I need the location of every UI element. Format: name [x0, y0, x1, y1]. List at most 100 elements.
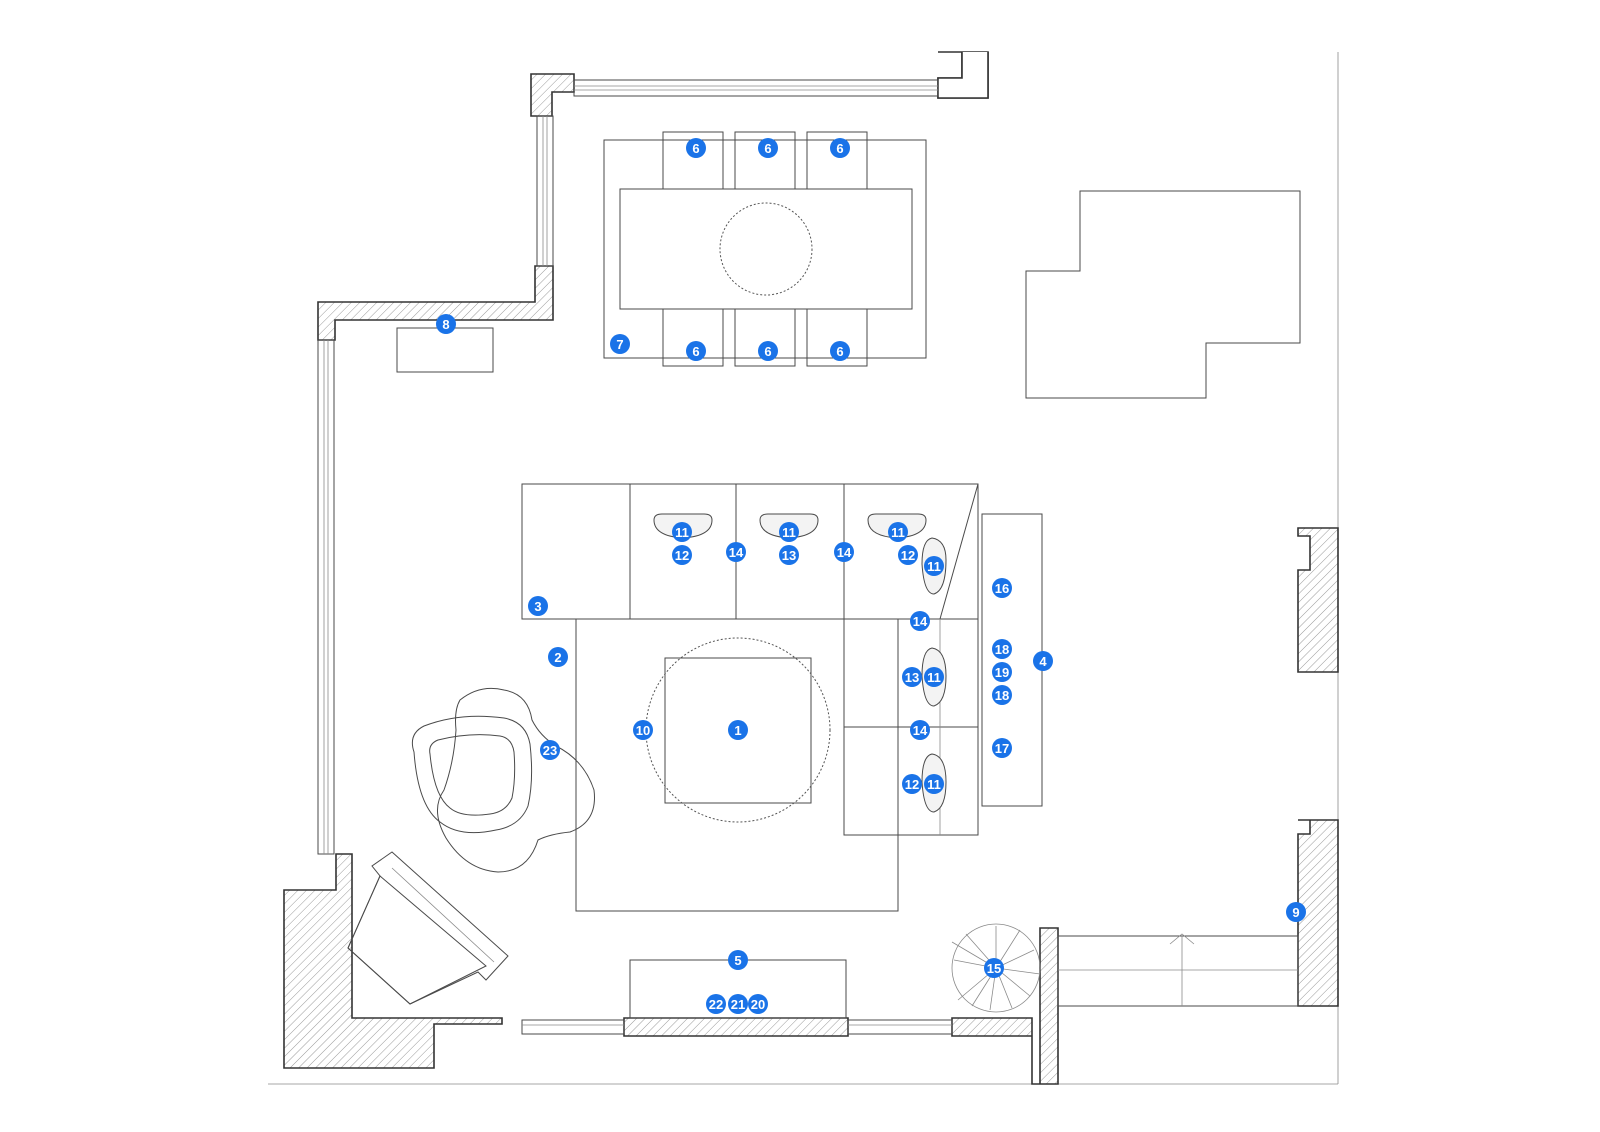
marker-6: 6 — [686, 341, 706, 361]
marker-label: 11 — [927, 670, 941, 685]
marker-label: 16 — [995, 581, 1009, 596]
marker-dot — [726, 542, 746, 562]
marker-label: 11 — [782, 525, 796, 540]
marker-14: 14 — [726, 542, 746, 562]
marker-5: 5 — [728, 950, 748, 970]
marker-label: 5 — [734, 953, 741, 968]
marker-dot — [992, 685, 1012, 705]
marker-15: 15 — [984, 958, 1004, 978]
marker-label: 14 — [729, 545, 744, 560]
marker-8: 8 — [436, 314, 456, 334]
marker-6: 6 — [830, 341, 850, 361]
marker-label: 12 — [901, 548, 915, 563]
marker-dot — [1286, 902, 1306, 922]
marker-dot — [540, 740, 560, 760]
corner-armchair — [347, 851, 509, 1005]
marker-dot — [758, 341, 778, 361]
marker-dot — [902, 667, 922, 687]
marker-dot — [748, 994, 768, 1014]
marker-11: 11 — [924, 556, 944, 576]
marker-11: 11 — [779, 522, 799, 542]
room-outline — [1025, 190, 1301, 399]
console-table — [396, 327, 494, 373]
marker-10: 10 — [633, 720, 653, 740]
marker-18: 18 — [992, 639, 1012, 659]
marker-3: 3 — [528, 596, 548, 616]
marker-11: 11 — [672, 522, 692, 542]
marker-label: 6 — [764, 344, 771, 359]
marker-label: 6 — [692, 344, 699, 359]
marker-dot — [984, 958, 1004, 978]
marker-label: 18 — [995, 688, 1009, 703]
marker-label: 2 — [554, 650, 561, 665]
marker-21: 21 — [728, 994, 748, 1014]
plan-boundary — [268, 52, 1339, 1085]
marker-dot — [686, 138, 706, 158]
marker-dot — [672, 522, 692, 542]
marker-label: 18 — [995, 642, 1009, 657]
marker-dot — [436, 314, 456, 334]
marker-label: 22 — [709, 997, 723, 1012]
marker-label: 19 — [995, 665, 1009, 680]
marker-23: 23 — [540, 740, 560, 760]
marker-label: 11 — [927, 777, 941, 792]
marker-label: 13 — [782, 548, 796, 563]
marker-16: 16 — [992, 578, 1012, 598]
marker-dot — [992, 639, 1012, 659]
marker-dot — [834, 542, 854, 562]
marker-label: 14 — [837, 545, 852, 560]
dining-table — [619, 188, 913, 310]
marker-dot — [830, 341, 850, 361]
marker-dot — [779, 545, 799, 565]
marker-6: 6 — [758, 341, 778, 361]
marker-dot — [992, 578, 1012, 598]
marker-label: 11 — [675, 525, 689, 540]
marker-label: 7 — [616, 337, 623, 352]
marker-12: 12 — [672, 545, 692, 565]
marker-label: 23 — [543, 743, 557, 758]
living-area — [575, 618, 899, 912]
coffee-table — [664, 657, 812, 804]
marker-17: 17 — [992, 738, 1012, 758]
marker-dot — [728, 994, 748, 1014]
living-rug — [575, 618, 899, 912]
marker-dot — [924, 774, 944, 794]
marker-9: 9 — [1286, 902, 1306, 922]
marker-dot — [830, 138, 850, 158]
marker-dot — [548, 647, 568, 667]
dining-area — [603, 131, 927, 367]
lounge-chair — [411, 687, 595, 873]
marker-dot — [898, 545, 918, 565]
marker-label: 6 — [764, 141, 771, 156]
marker-1: 1 — [728, 720, 748, 740]
marker-dot — [633, 720, 653, 740]
marker-dot — [672, 545, 692, 565]
dining-chair — [734, 308, 796, 367]
marker-20: 20 — [748, 994, 768, 1014]
table-centerpiece — [719, 202, 813, 296]
marker-11: 11 — [924, 667, 944, 687]
marker-label: 9 — [1292, 905, 1299, 920]
marker-dot — [902, 774, 922, 794]
marker-dot — [924, 667, 944, 687]
dining-chair — [734, 131, 796, 190]
marker-label: 1 — [734, 723, 741, 738]
marker-11: 11 — [888, 522, 908, 542]
dining-chair — [662, 131, 724, 190]
dining-rug — [603, 139, 927, 359]
marker-6: 6 — [830, 138, 850, 158]
marker-dot — [992, 662, 1012, 682]
marker-dot — [686, 341, 706, 361]
marker-18: 18 — [992, 685, 1012, 705]
marker-6: 6 — [758, 138, 778, 158]
marker-label: 11 — [927, 559, 941, 574]
marker-13: 13 — [779, 545, 799, 565]
marker-dot — [910, 611, 930, 631]
marker-label: 12 — [675, 548, 689, 563]
marker-label: 14 — [913, 614, 928, 629]
marker-label: 11 — [891, 525, 905, 540]
dining-chair — [662, 308, 724, 367]
marker-label: 3 — [534, 599, 541, 614]
